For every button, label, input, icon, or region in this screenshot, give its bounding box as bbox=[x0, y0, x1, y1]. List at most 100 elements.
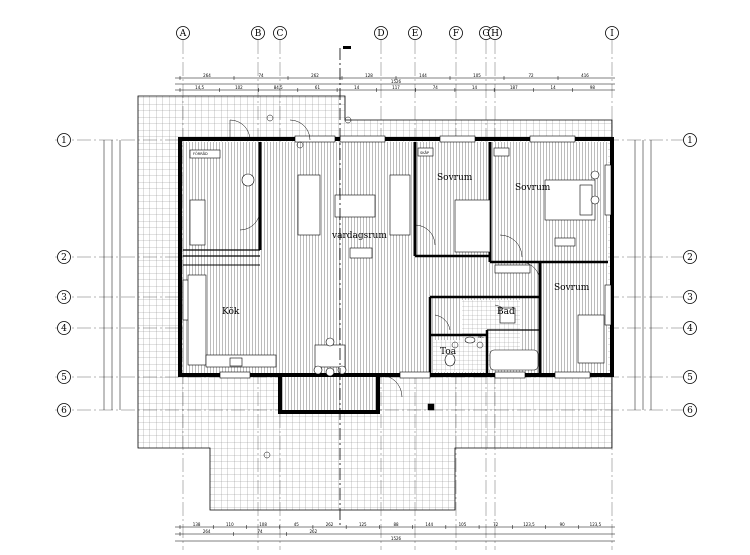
dim-top-detail-1: 102 bbox=[235, 85, 243, 90]
kitchen-counter bbox=[187, 274, 207, 366]
grid-bubble-row-3-left: 3 bbox=[57, 290, 71, 304]
dim-top-main-7: 416 bbox=[581, 73, 589, 78]
annotations: FÖRRÅD SKÅP WC bbox=[193, 150, 484, 339]
dim-top-detail-8: 187 bbox=[510, 85, 518, 90]
grid-bubble-row-5-left: 5 bbox=[57, 370, 71, 384]
dim-top-main-1: 74 bbox=[258, 73, 264, 78]
dim-bottom-main-10: 123,5 bbox=[523, 522, 535, 527]
grid-label-col-A: A bbox=[179, 29, 187, 39]
dim-bottom-main-9: 72 bbox=[493, 522, 499, 527]
dim-bottom-main-2: 108 bbox=[259, 522, 267, 527]
toilet bbox=[444, 353, 456, 367]
dim-bottom-main-8: 105 bbox=[459, 522, 467, 527]
dim-bottom-main-5: 125 bbox=[359, 522, 367, 527]
dim-top-detail-10: 98 bbox=[590, 85, 596, 90]
dim-bottom-main-0: 138 bbox=[193, 522, 201, 527]
grid-label-col-E: E bbox=[412, 29, 419, 39]
grid-label-row-1: 1 bbox=[687, 136, 693, 146]
dim-top-main-5: 105 bbox=[473, 73, 481, 78]
dim-bottom-detail-0: 264 bbox=[203, 529, 211, 534]
grid-label-col-G: G bbox=[482, 29, 489, 39]
grid-bubble-col-B: B bbox=[251, 26, 265, 40]
dim-top-main-0: 264 bbox=[203, 73, 211, 78]
dim-top-main-3: 128 bbox=[365, 73, 373, 78]
dim-top-main-2: 262 bbox=[311, 73, 319, 78]
dim-bottom-detail-2: 262 bbox=[310, 529, 318, 534]
sofa-right bbox=[389, 174, 411, 236]
grid-label-row-4: 4 bbox=[687, 324, 693, 334]
annotation-storage: FÖRRÅD bbox=[193, 151, 208, 156]
room-labels: vardagsrum Kök Sovrum Sovrum Sovrum Bad … bbox=[222, 173, 590, 357]
annotation-skap: SKÅP bbox=[420, 150, 429, 155]
dim-top-detail-0: 14,5 bbox=[195, 85, 204, 90]
grid-label-row-6: 6 bbox=[61, 406, 67, 416]
dim-bottom-total: 1526 bbox=[391, 536, 402, 541]
grid-bubble-col-D: D bbox=[374, 26, 388, 40]
grid-label-row-3: 3 bbox=[687, 293, 693, 303]
grid-bubble-col-F: F bbox=[449, 26, 463, 40]
grid-bubble-row-5-right: 5 bbox=[683, 370, 697, 384]
coffee-table bbox=[334, 194, 376, 218]
dim-top-detail-5: 117 bbox=[392, 85, 400, 90]
section-mark bbox=[343, 46, 351, 49]
grid-bubble-row-6-right: 6 bbox=[683, 403, 697, 417]
dim-top-detail-3: 61 bbox=[315, 85, 321, 90]
grid-label-col-B: B bbox=[255, 29, 262, 39]
dim-bottom-main-12: 123,5 bbox=[590, 522, 602, 527]
grid-label-col-F: F bbox=[453, 29, 459, 39]
dim-bottom-main-1: 110 bbox=[226, 522, 234, 527]
grid-label-row-5: 5 bbox=[687, 373, 693, 383]
dim-bottom-main-7: 144 bbox=[425, 522, 433, 527]
grid-label-col-D: D bbox=[377, 29, 384, 39]
dimension-lines: 264 74 262 128 144 105 72 416 14,5 102 84,5 61 14 117… bbox=[103, 73, 652, 542]
bed-right bbox=[577, 314, 605, 364]
dim-top-main-4: 144 bbox=[419, 73, 427, 78]
grid-bubble-row-2-right: 2 bbox=[683, 250, 697, 264]
grid-label-col-C: C bbox=[277, 29, 284, 39]
dim-bottom-main-11: 90 bbox=[560, 522, 566, 527]
grid-bubble-row-1-right: 1 bbox=[683, 133, 697, 147]
windows bbox=[182, 135, 612, 379]
dim-bottom-main-3: 45 bbox=[294, 522, 300, 527]
dim-bottom-main-4: 262 bbox=[326, 522, 334, 527]
grid-label-col-H: H bbox=[491, 29, 499, 39]
grid-bubble-col-C: C bbox=[273, 26, 287, 40]
furniture bbox=[187, 147, 605, 377]
grid-bubble-row-4-left: 4 bbox=[57, 321, 71, 335]
grid-bubble-col-H: H bbox=[488, 26, 502, 40]
grid-label-row-3: 3 bbox=[61, 293, 67, 303]
grid-bubble-row-2-left: 2 bbox=[57, 250, 71, 264]
dim-bottom-main-6: 88 bbox=[393, 522, 399, 527]
grid-label-row-4: 4 bbox=[61, 324, 67, 334]
room-label-toa: Toa bbox=[440, 347, 457, 357]
room-label-sovrum-master: Sovrum bbox=[515, 183, 551, 193]
dim-top-total: 1526 bbox=[391, 79, 402, 84]
grid-bubble-row-6-left: 6 bbox=[57, 403, 71, 417]
door-swings bbox=[229, 119, 541, 398]
dim-top-detail-2: 84,5 bbox=[274, 85, 283, 90]
grid-label-row-2: 2 bbox=[61, 253, 67, 263]
dim-top-detail-7: 14 bbox=[472, 85, 478, 90]
dim-top-detail-6: 74 bbox=[433, 85, 439, 90]
room-label-kok: Kök bbox=[222, 307, 240, 317]
room-label-sovrum-right: Sovrum bbox=[554, 283, 590, 293]
grid-label-row-6: 6 bbox=[687, 406, 693, 416]
dim-top-detail-9: 14 bbox=[551, 85, 557, 90]
grid-bubble-col-I: I bbox=[605, 26, 619, 40]
grid-bubble-row-4-right: 4 bbox=[683, 321, 697, 335]
room-label-bad: Bad bbox=[497, 307, 515, 317]
dining-table bbox=[314, 344, 346, 368]
room-label-vardagsrum: vardagsrum bbox=[331, 231, 387, 241]
grid-label-row-1: 1 bbox=[61, 136, 67, 146]
bathtub bbox=[489, 349, 539, 371]
grid-bubble-col-A: A bbox=[176, 26, 190, 40]
level-markers bbox=[263, 114, 484, 459]
dim-top-main-6: 72 bbox=[528, 73, 534, 78]
dim-top-detail-4: 14 bbox=[354, 85, 360, 90]
sofa-left bbox=[297, 174, 321, 236]
grid-label-row-5: 5 bbox=[61, 373, 67, 383]
bed-small bbox=[454, 199, 491, 253]
room-label-sovrum-small: Sovrum bbox=[437, 173, 473, 183]
dim-bottom-detail-1: 74 bbox=[257, 529, 263, 534]
